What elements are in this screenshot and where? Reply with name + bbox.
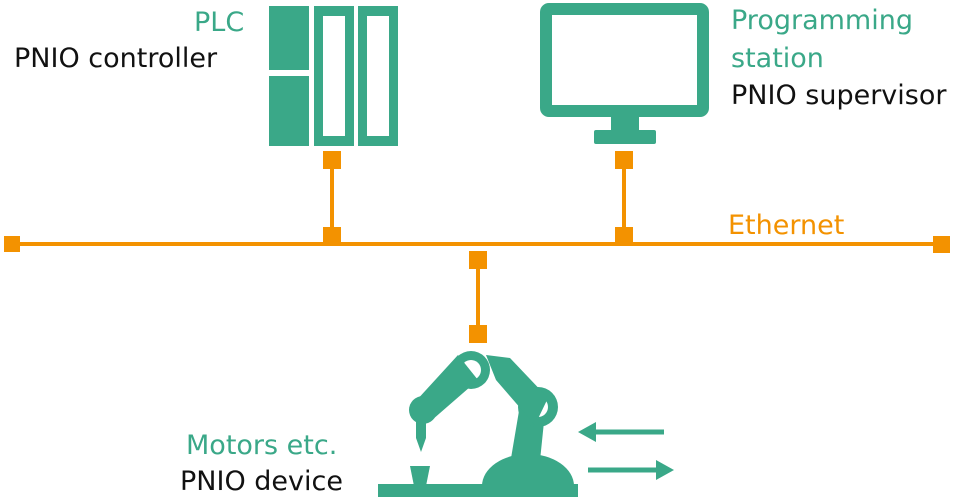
monitor-icon: [540, 3, 709, 144]
plc-bus-node: [323, 227, 341, 245]
device-role: PNIO device: [180, 466, 343, 497]
bus-endpoint-right: [933, 236, 950, 253]
device-bus-node: [469, 251, 487, 269]
plc-connector: [323, 151, 341, 245]
device-title: Motors etc.: [186, 430, 338, 461]
station-role: PNIO supervisor: [731, 80, 947, 111]
plc-port: [323, 151, 341, 169]
robot-arm-icon: [378, 351, 578, 497]
bus-endpoint-left: [4, 236, 20, 252]
device-connector: [469, 251, 487, 343]
station-bus-node: [615, 227, 633, 245]
plc-role: PNIO controller: [14, 43, 218, 74]
plc-rack-icon: [269, 6, 398, 146]
station-connector: [615, 151, 633, 245]
plc-title: PLC: [194, 7, 245, 38]
station-port: [615, 151, 633, 169]
ethernet-bus: [4, 236, 950, 253]
station-title-line2: station: [731, 43, 824, 74]
device-port: [469, 325, 487, 343]
station-title-line1: Programming: [731, 5, 913, 36]
bidirectional-arrows-icon: [578, 422, 674, 480]
ethernet-label: Ethernet: [728, 210, 845, 241]
